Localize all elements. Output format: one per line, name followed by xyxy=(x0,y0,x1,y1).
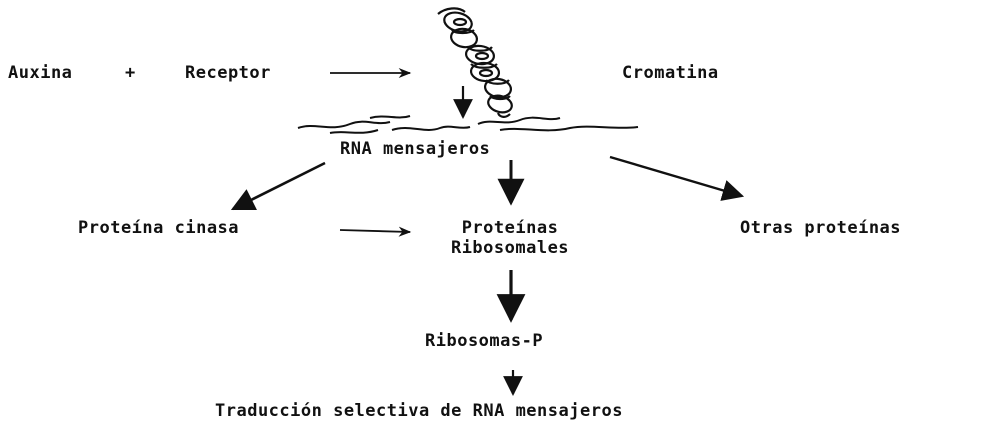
node-auxina: Auxina xyxy=(8,63,72,83)
node-cromatina: Cromatina xyxy=(622,63,719,83)
node-plus: + xyxy=(125,63,136,83)
chromatin-coil-icon xyxy=(438,8,514,117)
node-proteinas-line2: Ribosomales xyxy=(415,238,605,258)
node-proteinas-line1: Proteínas xyxy=(415,218,605,238)
node-rna-mensajeros: RNA mensajeros xyxy=(340,139,490,159)
arrow-rna-to-cinasa xyxy=(233,163,325,209)
node-otras-proteinas: Otras proteínas xyxy=(740,218,901,238)
node-ribosomas-p: Ribosomas-P xyxy=(425,331,543,351)
arrow-cinasa-to-ribosomal xyxy=(340,230,410,232)
node-proteinas-ribosomales: Proteínas Ribosomales xyxy=(415,218,605,258)
node-receptor: Receptor xyxy=(185,63,271,83)
arrow-rna-to-otras xyxy=(610,157,742,196)
node-traduccion-selectiva: Traducción selectiva de RNA mensajeros xyxy=(215,401,623,421)
node-proteina-cinasa: Proteína cinasa xyxy=(78,218,239,238)
mrna-strands-icon xyxy=(298,116,638,133)
